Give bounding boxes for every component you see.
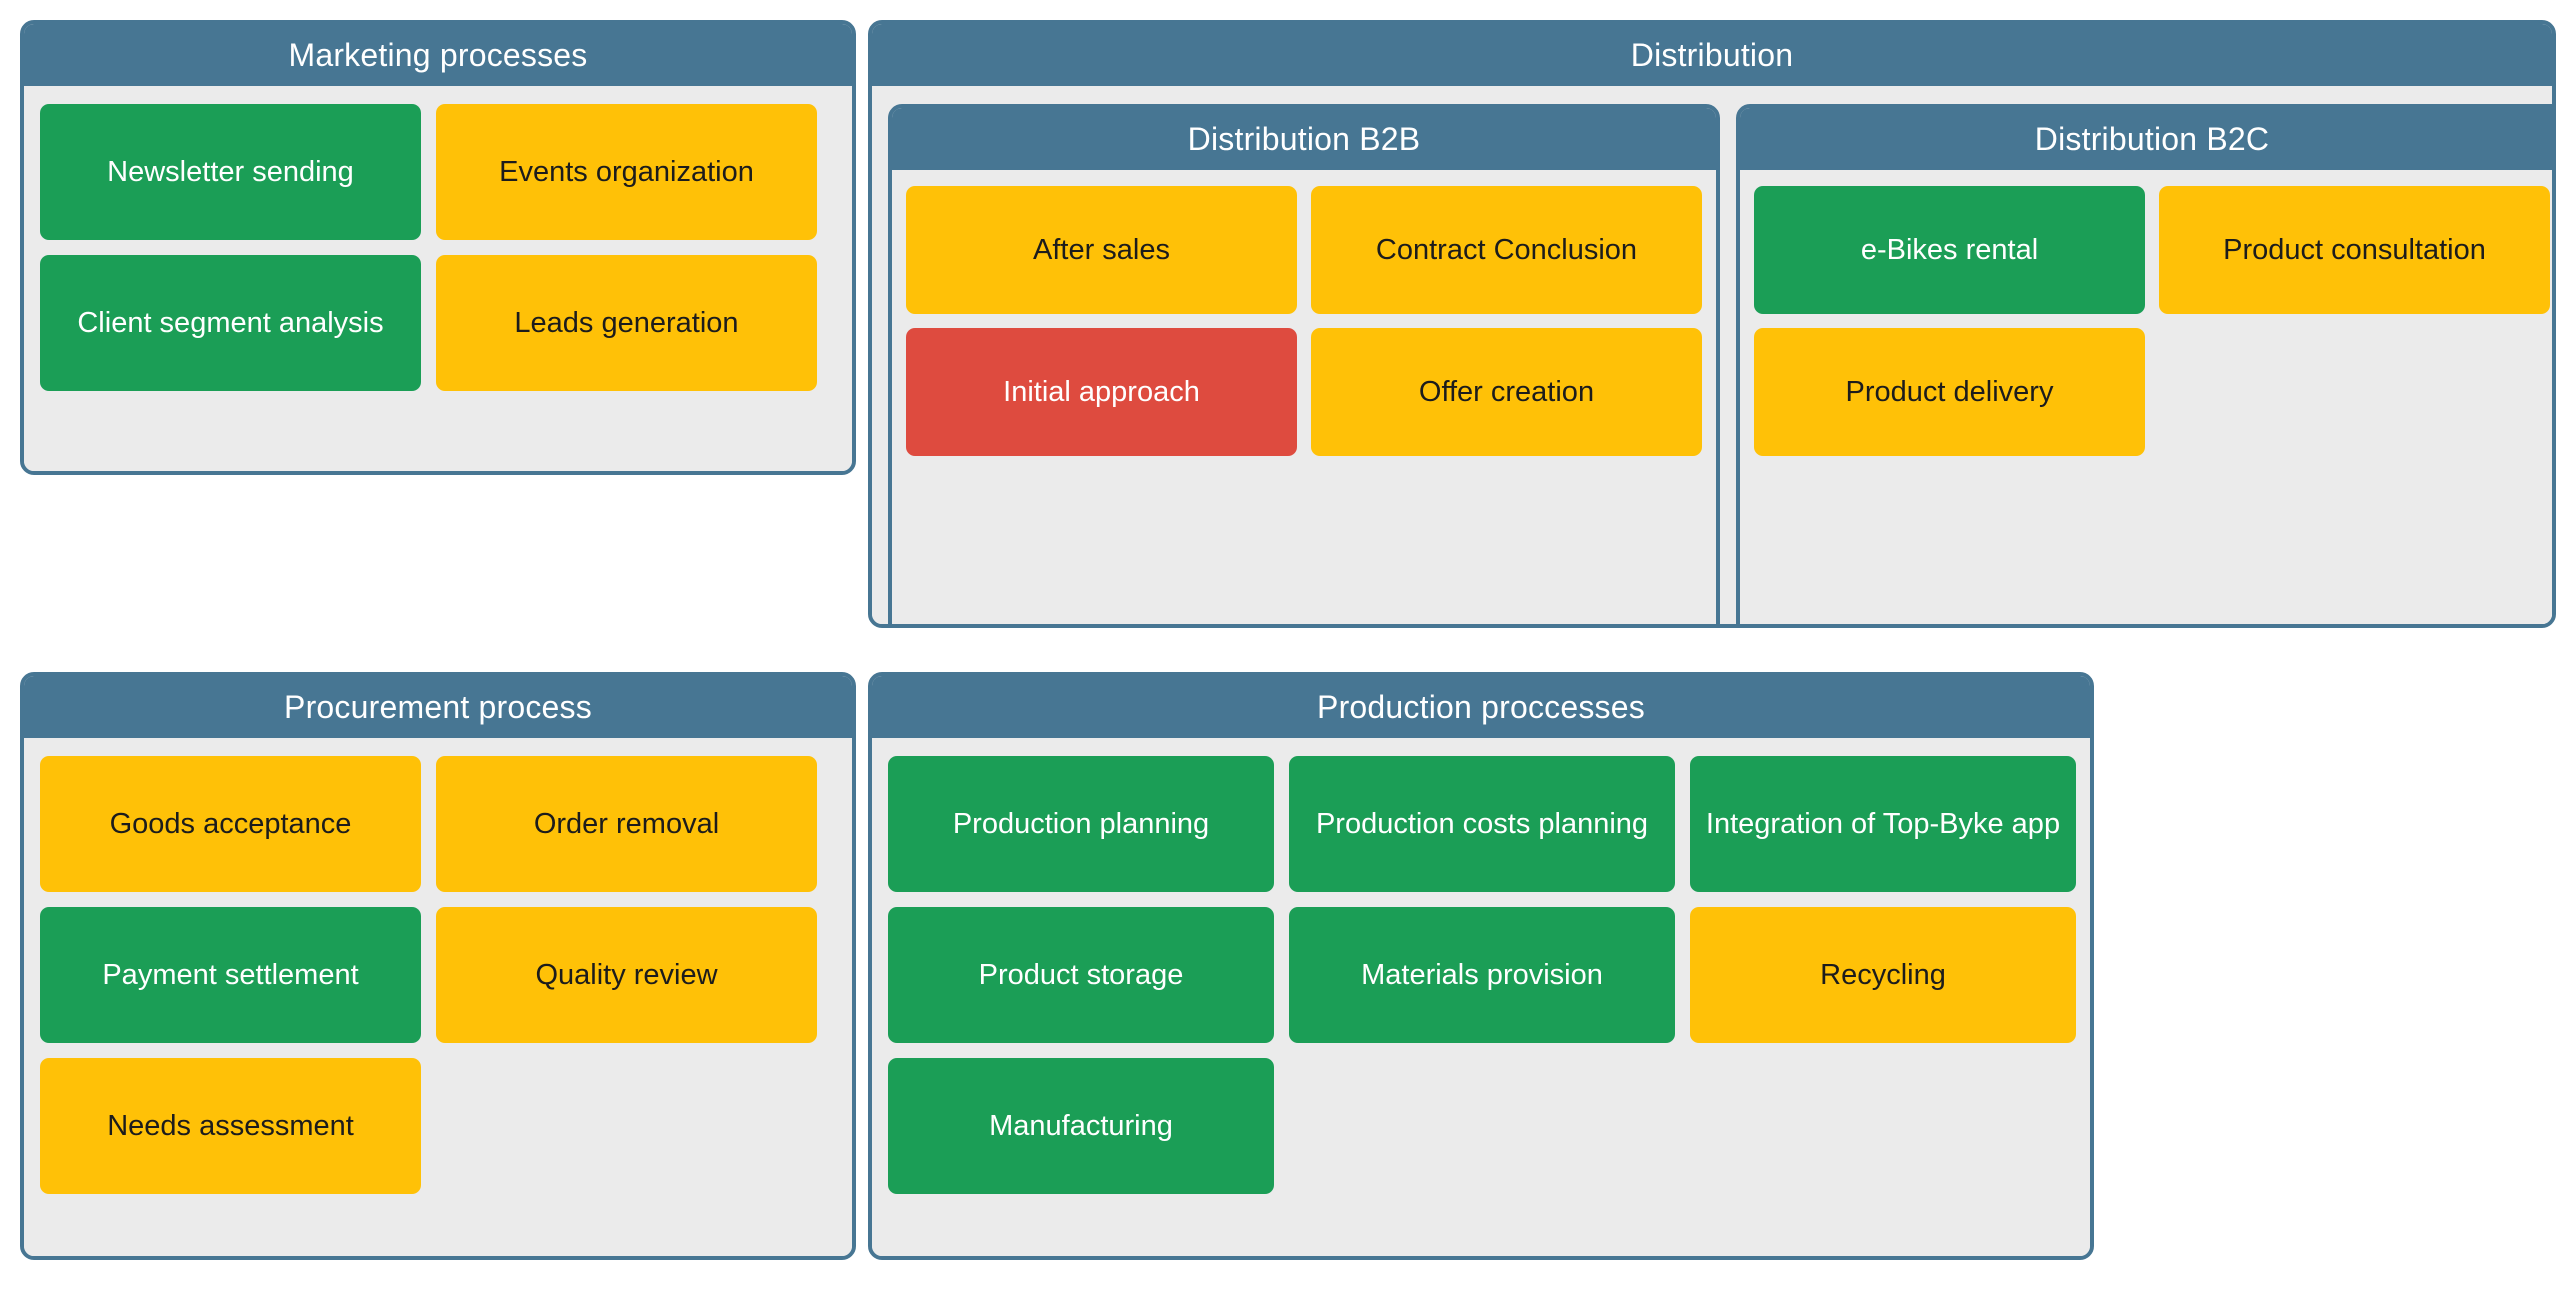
process-card-label: Payment settlement [102, 958, 359, 991]
process-card-label: After sales [1033, 233, 1170, 266]
process-card-label: Contract Conclusion [1375, 233, 1638, 266]
panel-distribution-b2c[interactable]: Distribution B2C e-Bikes rental Product c… [1736, 104, 2552, 624]
process-card[interactable]: Initial approach [906, 328, 1297, 456]
process-card[interactable]: After sales [906, 186, 1297, 314]
process-card[interactable]: Payment settlement [40, 907, 421, 1043]
process-card[interactable]: Newsletter sending [40, 104, 421, 240]
panel-distribution-b2b[interactable]: Distribution B2B After sales Contract Con… [888, 104, 1720, 624]
process-card[interactable]: Leads generation [436, 255, 817, 391]
panel-title-procurement-process: Procurement process [24, 676, 852, 738]
panel-body-production-proccesses: Production planning Production costs plan… [872, 738, 2090, 1256]
process-card[interactable]: Recycling [1690, 907, 2076, 1043]
process-card[interactable]: Product storage [888, 907, 1274, 1043]
process-card-label: Newsletter sending [107, 155, 354, 188]
process-card-label: Recycling [1820, 958, 1946, 991]
process-card-label: e-Bikes rental [1860, 233, 2039, 266]
process-card-label: Production costs planning [1315, 807, 1649, 840]
panel-procurement-process[interactable]: Procurement process Goods acceptance Orde… [20, 672, 856, 1260]
process-card-label: Leads generation [514, 306, 739, 339]
panel-title-production-proccesses: Production proccesses [872, 676, 2090, 738]
process-card-label: Quality review [535, 958, 718, 991]
process-card-label: Product storage [978, 958, 1184, 991]
process-card[interactable]: Order removal [436, 756, 817, 892]
process-card-label: Needs assessment [107, 1109, 354, 1142]
process-card-label: Goods acceptance [109, 807, 352, 840]
process-card-label: Events organization [499, 155, 754, 188]
process-card[interactable]: e-Bikes rental [1754, 186, 2145, 314]
process-card-label: Materials provision [1361, 958, 1603, 991]
panel-production-proccesses[interactable]: Production proccesses Production plannin… [868, 672, 2094, 1260]
panel-title-distribution-b2c: Distribution B2C [1740, 108, 2552, 170]
process-card[interactable]: Needs assessment [40, 1058, 421, 1194]
panel-title-marketing-processes: Marketing processes [24, 24, 852, 86]
process-card[interactable]: Manufacturing [888, 1058, 1274, 1194]
process-card[interactable]: Contract Conclusion [1311, 186, 1702, 314]
process-card[interactable]: Offer creation [1311, 328, 1702, 456]
panel-marketing-processes[interactable]: Marketing processes Newsletter sending Ev… [20, 20, 856, 475]
process-card-label: Order removal [533, 807, 720, 840]
process-card-label: Manufacturing [989, 1109, 1173, 1142]
process-card[interactable]: Materials provision [1289, 907, 1675, 1043]
process-card-label: Integration of Top-Byke app [1705, 807, 2061, 840]
process-card[interactable]: Goods acceptance [40, 756, 421, 892]
process-card[interactable]: Quality review [436, 907, 817, 1043]
process-card-label: Offer creation [1418, 375, 1595, 408]
process-card[interactable]: Product delivery [1754, 328, 2145, 456]
process-card-label: Client segment analysis [77, 306, 384, 339]
process-card[interactable]: Production planning [888, 756, 1274, 892]
panel-title-distribution: Distribution [872, 24, 2552, 86]
process-card[interactable]: Integration of Top-Byke app [1690, 756, 2076, 892]
panel-body-distribution: Distribution B2B After sales Contract Con… [872, 86, 2552, 624]
process-card[interactable]: Production costs planning [1289, 756, 1675, 892]
process-card-label: Product delivery [1845, 375, 2054, 408]
process-card[interactable]: Product consultation [2159, 186, 2550, 314]
process-card-label: Product consultation [2223, 233, 2486, 266]
process-card[interactable]: Client segment analysis [40, 255, 421, 391]
panel-title-distribution-b2b: Distribution B2B [892, 108, 1716, 170]
process-card[interactable]: Events organization [436, 104, 817, 240]
process-card-label: Production planning [952, 807, 1210, 840]
process-card-label: Initial approach [1003, 375, 1200, 408]
panel-distribution[interactable]: Distribution Distribution B2B After sale… [868, 20, 2556, 628]
